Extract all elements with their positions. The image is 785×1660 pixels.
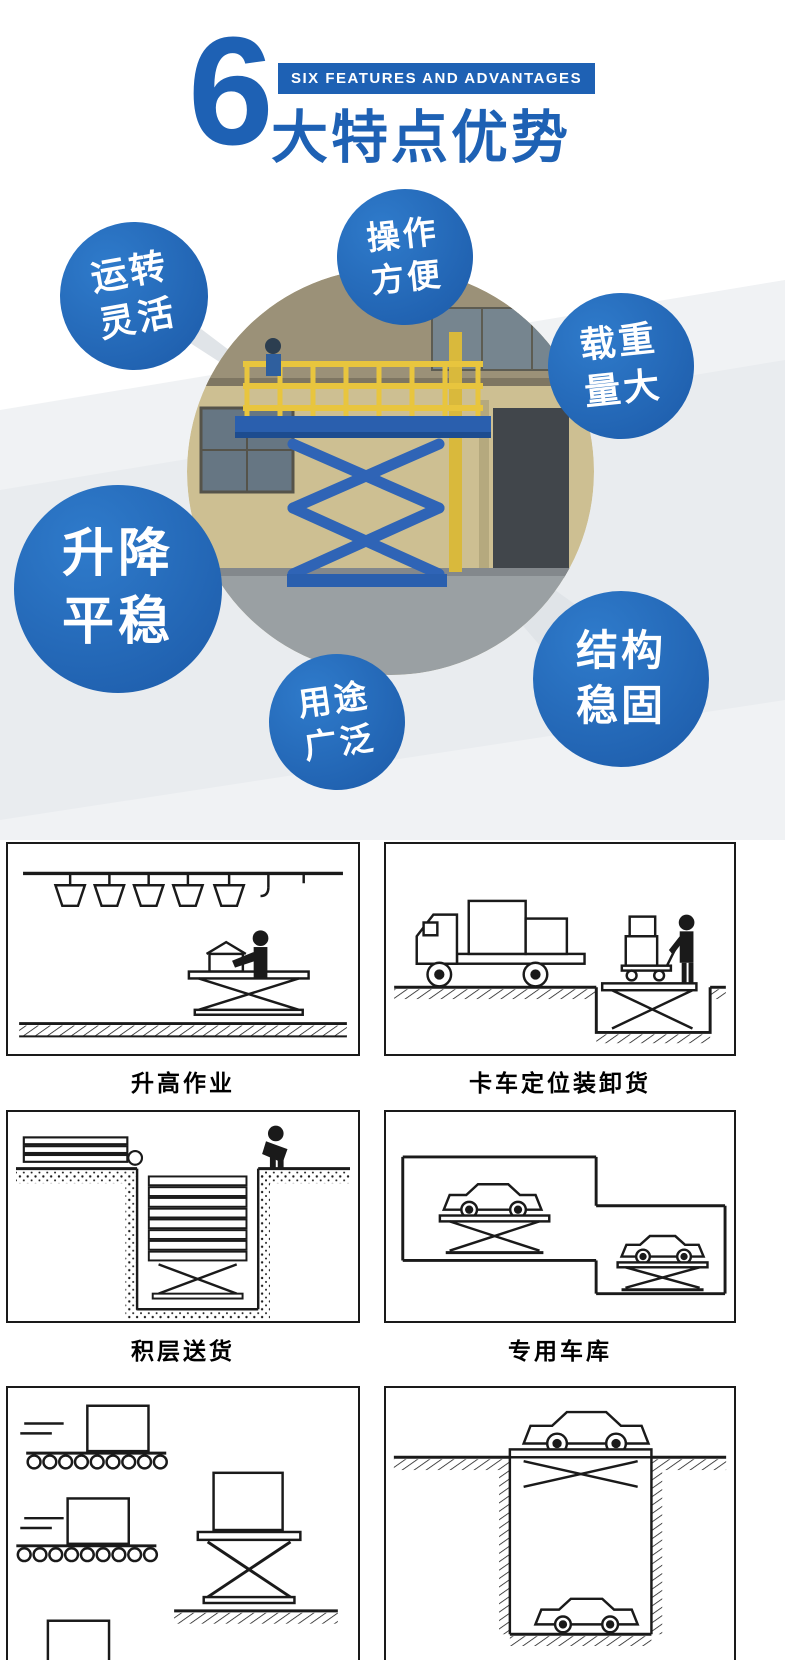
use-case-caption: 积层送货 bbox=[131, 1338, 235, 1364]
page-title: 大特点优势 bbox=[271, 106, 571, 170]
car-lift-pit-illustration bbox=[393, 1410, 727, 1647]
multi-layer-delivery-illustration bbox=[15, 1125, 351, 1321]
feature-bubble-smooth-lifting: 升降 平稳 bbox=[14, 485, 222, 693]
feature-text-line: 结构 bbox=[575, 627, 666, 675]
use-case-caption: 卡车定位装卸货 bbox=[469, 1070, 651, 1096]
use-case-box-multi-layer-delivery bbox=[6, 1110, 360, 1323]
use-case-caption: 升高作业 bbox=[131, 1070, 235, 1096]
big-number: 6 bbox=[188, 5, 274, 177]
feature-text-line: 载重 bbox=[577, 317, 660, 367]
feature-text-line: 稳固 bbox=[575, 682, 666, 729]
conveyor-transfer-illustration bbox=[16, 1404, 338, 1660]
product-photo bbox=[187, 268, 594, 675]
use-case-box-lifting-work bbox=[6, 842, 360, 1056]
feature-text-line: 操作 bbox=[364, 212, 441, 257]
feature-text-line: 广泛 bbox=[301, 718, 379, 766]
lifting-work-illustration bbox=[19, 871, 347, 1038]
feature-text-line: 升降 bbox=[61, 525, 174, 584]
use-case-box-car-lift-pit bbox=[384, 1386, 736, 1660]
use-case-caption: 专用车库 bbox=[508, 1338, 612, 1364]
scissor-lift-photo-illustration bbox=[187, 268, 594, 675]
dedicated-garage-illustration bbox=[401, 1155, 727, 1296]
use-case-box-truck-loading bbox=[384, 842, 736, 1056]
truck-loading-illustration bbox=[394, 899, 726, 1044]
feature-text-line: 平稳 bbox=[61, 593, 174, 651]
feature-text-line: 量大 bbox=[582, 363, 665, 413]
use-case-box-conveyor-transfer bbox=[6, 1386, 360, 1660]
subtitle-banner-en: SIX FEATURES AND ADVANTAGES bbox=[278, 63, 596, 94]
feature-text-line: 方便 bbox=[369, 255, 445, 300]
feature-bubble-stable-structure: 结构 稳固 bbox=[533, 591, 709, 767]
use-case-box-dedicated-garage bbox=[384, 1110, 736, 1323]
